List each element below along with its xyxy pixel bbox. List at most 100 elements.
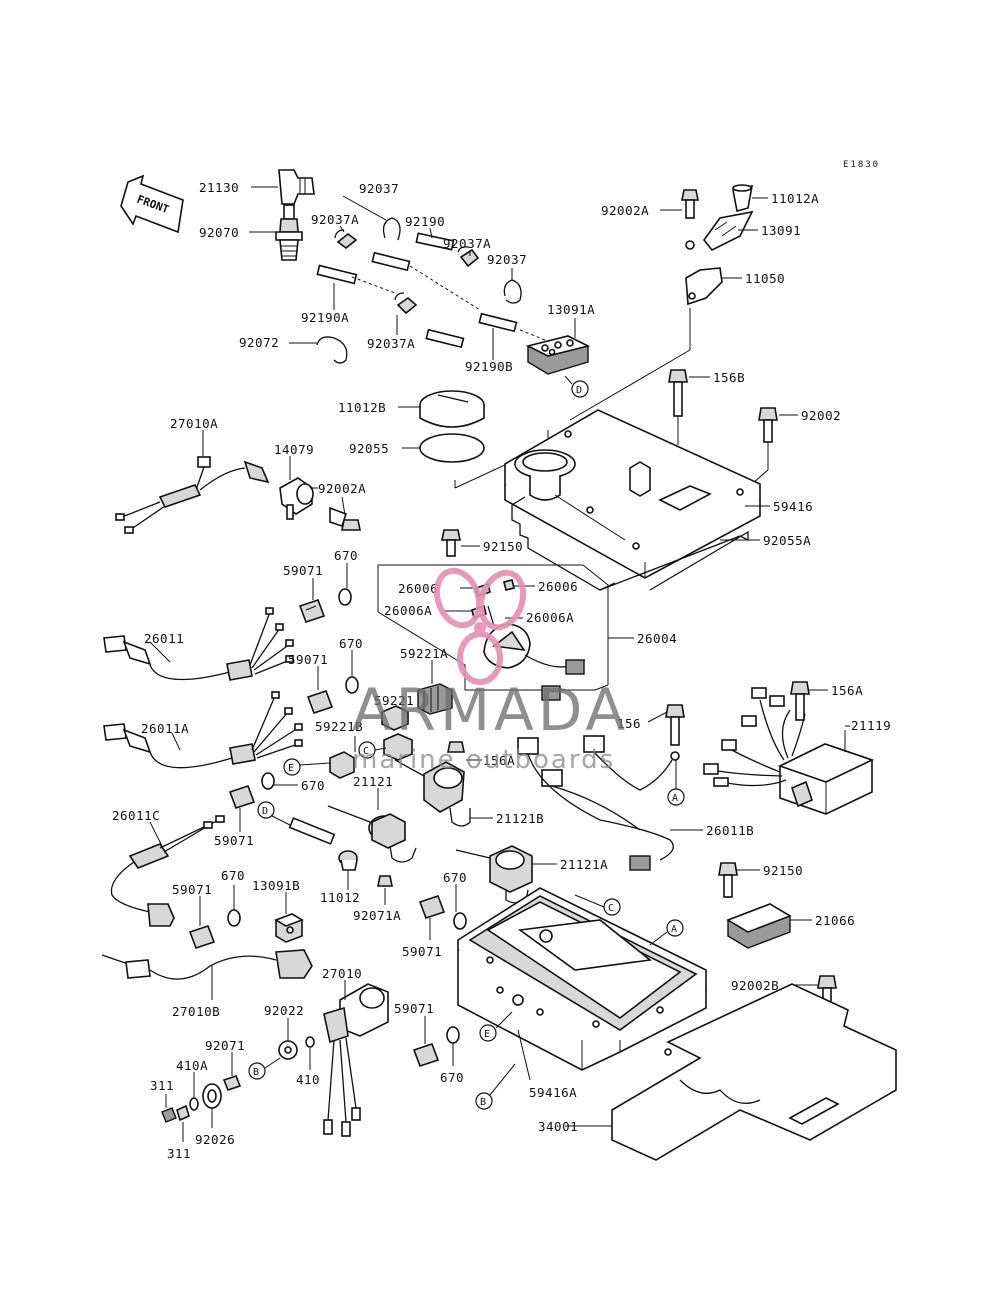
part-26011C-harness [110, 815, 225, 927]
watermark: ARMADA marine outboards [352, 567, 629, 775]
part-92071A-nut [377, 875, 393, 887]
part-21121B-ignition-coil [394, 741, 471, 827]
label-92055A: 92055A [763, 533, 811, 548]
part-26011B-harness [517, 735, 680, 871]
part-311-nut-b [176, 1104, 190, 1122]
label-410: 410 [296, 1072, 320, 1087]
watermark-brand: ARMADA [352, 676, 629, 744]
diagram-code: E1830 [843, 160, 880, 170]
watermark-tagline: marine outboards [352, 745, 615, 775]
svg-text:E: E [288, 763, 294, 774]
part-92022-washer [278, 1040, 298, 1060]
label-59071-e: 59071 [402, 944, 442, 959]
callout-E-2 [479, 1024, 497, 1042]
label-26006A-b: 26006A [526, 610, 574, 625]
part-92002-bolt [758, 407, 778, 443]
label-92055: 92055 [349, 441, 389, 456]
label-311-b: 311 [167, 1146, 191, 1161]
part-156A-bolt [790, 681, 810, 721]
part-59071-fitting-c [228, 784, 256, 810]
part-92055A-gasket [511, 505, 749, 591]
part-21119-igniter [703, 687, 875, 815]
callout-B-2 [248, 1062, 266, 1080]
part-156-bolt [665, 704, 685, 746]
label-26006-b: 26006 [538, 579, 578, 594]
svg-text:C: C [608, 903, 614, 914]
label-92190A: 92190A [301, 310, 349, 325]
callout-D-1 [571, 380, 589, 398]
label-92072: 92072 [239, 335, 279, 350]
part-21121-ignition-coil [327, 805, 417, 863]
label-59416: 59416 [773, 499, 813, 514]
part-670-o-ring-f [446, 1026, 460, 1044]
svg-text:A: A [672, 793, 678, 804]
part-13091A-bracket-block [525, 335, 591, 375]
label-670-f: 670 [440, 1070, 464, 1085]
label-670-e: 670 [443, 870, 467, 885]
part-410A-washer [189, 1097, 199, 1111]
label-92037-a: 92037 [359, 181, 399, 196]
label-21066: 21066 [815, 913, 855, 928]
label-27010: 27010 [322, 966, 362, 981]
callout-E-1 [283, 758, 301, 776]
svg-text:D: D [576, 385, 582, 396]
svg-text:B: B [253, 1067, 259, 1078]
part-21121A-ignition-coil [455, 845, 533, 904]
label-21121: 21121 [353, 774, 393, 789]
part-59071-fitting-e [418, 894, 446, 920]
label-59071-b: 59071 [288, 652, 328, 667]
label-27010A: 27010A [170, 416, 218, 431]
part-59221B-connector [329, 733, 413, 779]
label-670-c: 670 [301, 778, 325, 793]
label-156: 156 [617, 716, 641, 731]
part-59071-fitting-b [306, 689, 334, 715]
part-hose-clamps-and-hoses [316, 217, 546, 364]
label-92026: 92026 [195, 1132, 235, 1147]
part-59071-fitting-f [412, 1042, 440, 1068]
label-11012: 11012 [320, 890, 360, 905]
part-34001-plate [611, 983, 897, 1161]
part-92070-spark-plug [275, 204, 303, 261]
svg-text:C: C [363, 746, 369, 757]
front-arrow-icon: FRONT [120, 174, 184, 234]
part-11012A-grommet [732, 184, 754, 212]
label-59221B: 59221B [315, 719, 363, 734]
label-92150-a: 92150 [483, 539, 523, 554]
part-92002A-screw [329, 506, 361, 531]
part-92002A-bolt [681, 189, 699, 250]
label-13091B: 13091B [252, 878, 300, 893]
part-26011-harness [103, 607, 294, 681]
label-92022: 92022 [264, 1003, 304, 1018]
label-26006A-a: 26006A [384, 603, 432, 618]
label-92037A-a: 92037A [311, 212, 359, 227]
label-92190: 92190 [405, 214, 445, 229]
label-26006-a: 26006 [398, 581, 438, 596]
label-92037A-b: 92037A [443, 236, 491, 251]
label-21119: 21119 [851, 718, 891, 733]
part-92150-bolt-b [718, 862, 738, 898]
label-11050: 11050 [745, 271, 785, 286]
part-670-o-ring-d [227, 909, 241, 927]
callout-A-2 [666, 919, 684, 937]
label-59071-c: 59071 [214, 833, 254, 848]
label-670-d: 670 [221, 868, 245, 883]
part-92150-bolt-a [441, 529, 461, 557]
label-59221A: 59221A [400, 646, 448, 661]
label-92150-b: 92150 [763, 863, 803, 878]
part-59416-cover [504, 409, 761, 579]
part-13091-bracket [702, 210, 754, 252]
callout-D-2 [257, 801, 275, 819]
label-92002: 92002 [801, 408, 841, 423]
label-670-a: 670 [334, 548, 358, 563]
part-670-o-ring-a [338, 588, 352, 606]
label-92071: 92071 [205, 1038, 245, 1053]
propeller-logo-icon [433, 567, 527, 685]
part-59416A-case [457, 887, 707, 1071]
label-92071A: 92071A [353, 908, 401, 923]
callout-B-1 [475, 1092, 493, 1110]
label-11012B: 11012B [338, 400, 386, 415]
label-156A-b: 156A [831, 683, 863, 698]
svg-text:B: B [480, 1097, 486, 1108]
part-59071-fitting-d [188, 924, 216, 950]
label-26011B: 26011B [706, 823, 754, 838]
